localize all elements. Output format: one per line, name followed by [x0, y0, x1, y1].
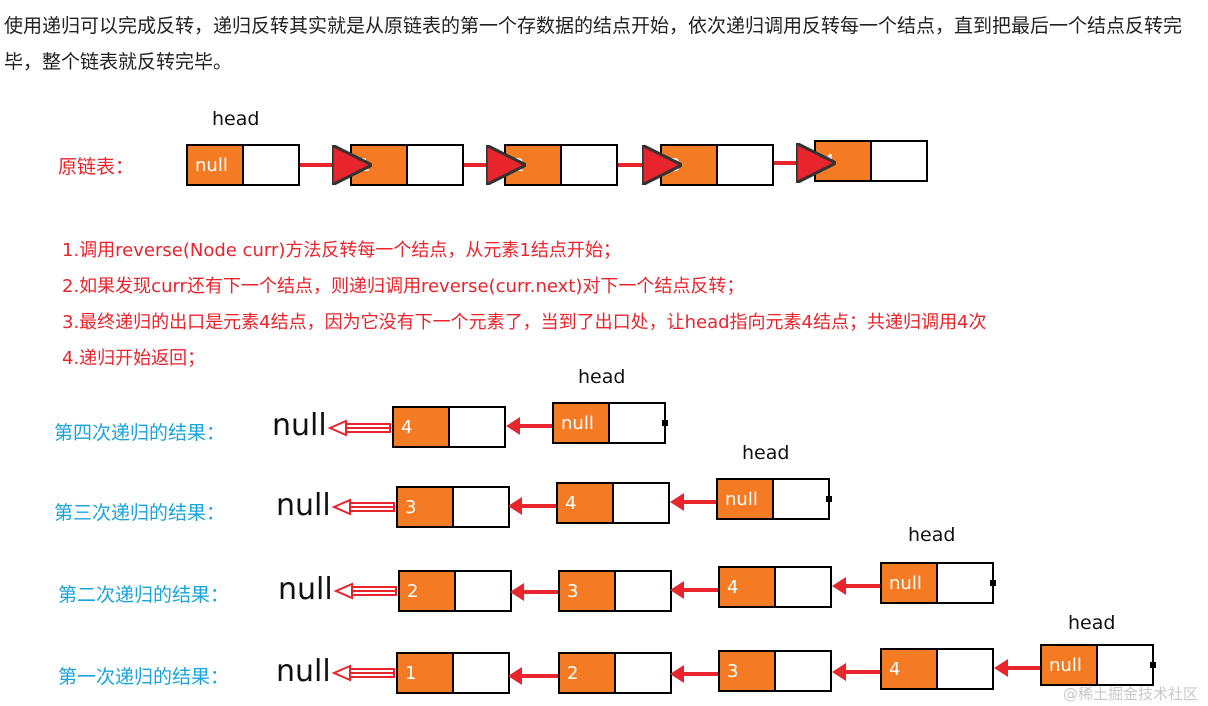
node-value: 1	[398, 654, 454, 692]
rev-arrow-1c	[832, 663, 880, 681]
node-value: 4	[720, 568, 776, 606]
node-value: 2	[400, 572, 456, 610]
original-head-label: head	[212, 108, 260, 130]
node-value: 4	[882, 650, 938, 688]
forward-arrows	[300, 163, 804, 165]
node-value: null	[1042, 646, 1098, 684]
result-3-node-4: 4	[556, 482, 670, 524]
rev-arrow-2c	[832, 577, 880, 595]
result-2-null: null	[278, 572, 333, 607]
null-arrow-1	[331, 664, 395, 682]
reverse-arrows	[506, 417, 1040, 685]
result-4-label: 第四次递归的结果：	[54, 422, 226, 444]
result-1-head-node: null	[1040, 644, 1156, 686]
node-value: null	[188, 146, 244, 184]
null-arrow-3	[331, 498, 395, 516]
null-arrow-4	[327, 419, 391, 437]
step-1: 1.调用reverse(Node curr)方法反转每一个结点，从元素1结点开始…	[62, 240, 621, 261]
result-3-null: null	[276, 488, 331, 523]
watermark: @稀土掘金技术社区	[1062, 685, 1198, 703]
original-list-label: 原链表：	[58, 156, 135, 178]
intro-text: 使用递归可以完成反转，递归反转其实就是从原链表的第一个存数据的结点开始，依次递归…	[4, 15, 1183, 73]
node-value: 4	[558, 484, 614, 522]
null-arrow-2	[333, 582, 397, 600]
node-value: 3	[720, 652, 776, 690]
result-3-node-3: 3	[396, 486, 510, 528]
result-4-node-4: 4	[392, 406, 506, 448]
step-2: 2.如果发现curr还有下一个结点，则递归调用reverse(curr.next…	[62, 276, 745, 297]
node-value: null	[882, 564, 938, 602]
node-value: null	[554, 404, 610, 442]
node-value: 2	[560, 654, 616, 692]
result-2-label: 第二次递归的结果：	[58, 584, 230, 606]
step-4: 4.递归开始返回；	[62, 348, 206, 369]
result-2-node-3: 3	[558, 570, 672, 612]
result-2-head-label: head	[908, 524, 956, 546]
result-2-node-4: 4	[718, 566, 832, 608]
result-1-null: null	[276, 654, 331, 689]
result-3-label: 第三次递归的结果：	[54, 502, 226, 524]
rev-arrow-1a	[508, 667, 558, 685]
node-value: 4	[394, 408, 450, 446]
result-3-head-label: head	[742, 442, 790, 464]
rev-arrow-2b	[670, 581, 718, 599]
result-1-node-2: 2	[558, 652, 672, 694]
rev-arrow-2a	[510, 583, 558, 601]
rev-arrow-1b	[670, 665, 718, 683]
original-node-null: null	[186, 144, 300, 186]
result-1-node-4: 4	[880, 648, 994, 690]
result-2-node-2: 2	[398, 570, 512, 612]
node-value: null	[718, 480, 774, 518]
node-value: 3	[398, 488, 454, 526]
rev-arrow-3b	[670, 493, 716, 511]
rev-arrow-3a	[508, 497, 556, 515]
result-1-node-3: 3	[718, 650, 832, 692]
result-1-node-1: 1	[396, 652, 510, 694]
node-value: 3	[560, 572, 616, 610]
result-4-null: null	[272, 408, 327, 443]
result-2-head-node: null	[880, 562, 996, 604]
step-3: 3.最终递归的出口是元素4结点，因为它没有下一个元素了，当到了出口处，让head…	[62, 312, 987, 333]
result-3-head-node: null	[716, 478, 832, 520]
result-1-label: 第一次递归的结果：	[58, 666, 230, 688]
null-arrows	[327, 419, 397, 682]
result-4-head-node: null	[552, 402, 668, 444]
rev-arrow-4a	[506, 417, 552, 435]
rev-arrow-1d	[994, 659, 1040, 677]
result-4-head-label: head	[578, 366, 626, 388]
result-1-head-label: head	[1068, 612, 1116, 634]
